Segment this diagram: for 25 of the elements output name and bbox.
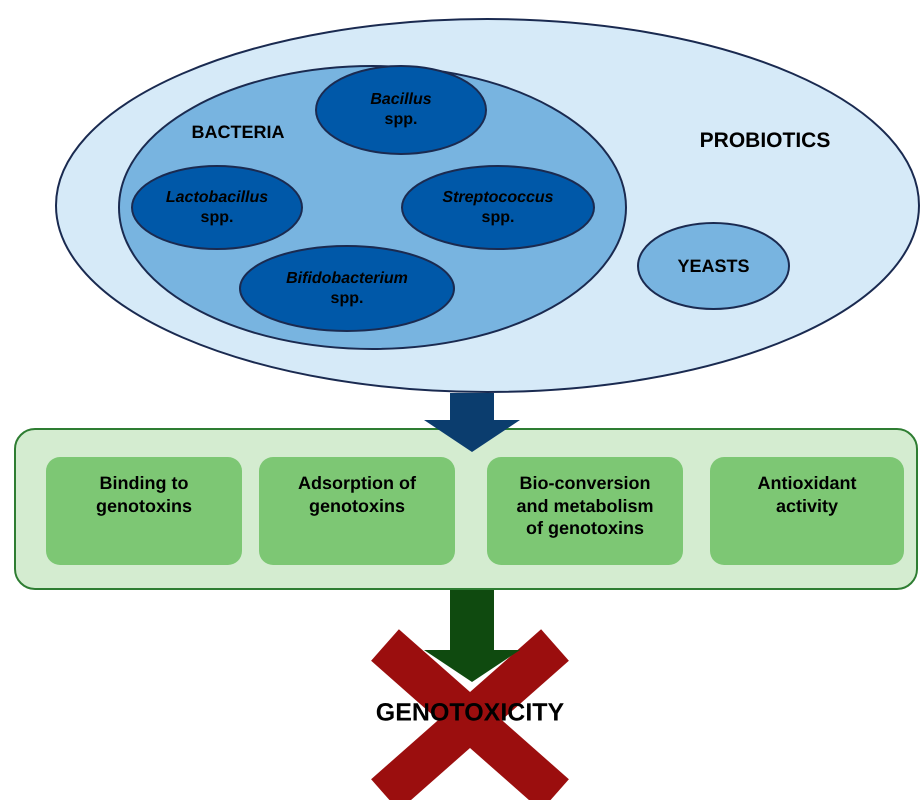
bacteria-ellipse — [118, 65, 627, 350]
mechanism-box — [258, 456, 456, 566]
block-arrow — [424, 590, 520, 682]
probiotics-ellipse — [55, 18, 920, 393]
node-label: Lactobacillus spp. — [164, 188, 270, 228]
node-label: Bacillus spp. — [369, 90, 433, 130]
node-label: YEASTS — [676, 254, 751, 278]
genus-ellipse — [131, 165, 303, 250]
mechanism-box — [709, 456, 905, 566]
block-arrow — [424, 393, 520, 452]
node-label: Binding to genotoxins — [94, 472, 193, 517]
node-label: PROBIOTICS — [698, 128, 832, 154]
mechanisms-panel — [14, 428, 918, 590]
genus-ellipse — [315, 65, 487, 155]
genus-ellipse — [401, 165, 595, 250]
mechanism-box — [486, 456, 684, 566]
mechanism-box — [45, 456, 243, 566]
node-label: Antioxidant activity — [756, 472, 858, 517]
genus-ellipse — [239, 245, 455, 332]
node-label: Adsorption of genotoxins — [297, 472, 417, 517]
node-label: Bifidobacterium spp. — [285, 268, 409, 308]
node-label: Streptococcus spp. — [441, 188, 555, 228]
node-label: Bio-conversion and metabolism of genotoxins — [515, 472, 655, 540]
yeasts-ellipse — [637, 222, 790, 310]
node-label: BACTERIA — [190, 121, 286, 144]
